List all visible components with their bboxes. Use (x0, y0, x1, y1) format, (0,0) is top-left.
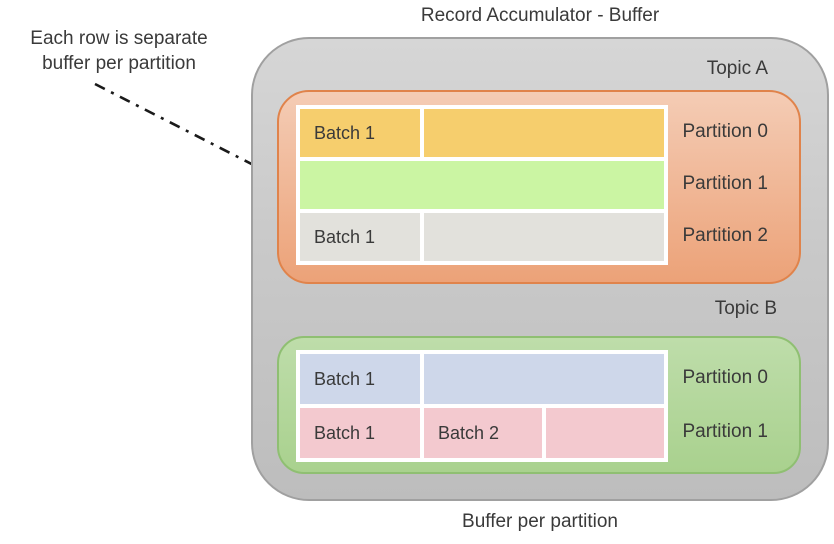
diagram-title: Record Accumulator - Buffer (420, 5, 660, 26)
topic-b-partition-0-row: Batch 1 (300, 354, 664, 404)
annotation-line-2: buffer per partition (42, 53, 196, 74)
buffer-free-space (546, 408, 664, 458)
topic-a-partition-0-label: Partition 0 (682, 121, 768, 142)
topic-a-label: Topic A (706, 58, 768, 79)
batch-label: Batch 1 (314, 368, 376, 389)
topic-a-partition-1-row (300, 161, 664, 209)
topic-b-partition-0-label: Partition 0 (682, 367, 768, 388)
topic-a-partition-2-label: Partition 2 (682, 225, 768, 246)
batch-block: Batch 1 (300, 354, 420, 404)
topic-b-partition-1-row: Batch 1 Batch 2 (300, 408, 664, 458)
topic-b-partition-rows: Batch 1 Batch 1 Batch 2 (296, 350, 668, 462)
buffer-free-space (424, 109, 664, 157)
batch-label: Batch 1 (314, 422, 376, 443)
buffer-free-space (424, 354, 664, 404)
annotation-text: Each row is separate buffer per partitio… (2, 26, 236, 76)
footer-label: Buffer per partition (462, 511, 618, 532)
batch-label: Batch 2 (438, 422, 500, 443)
buffer-free-space (300, 161, 664, 209)
topic-a-partition-0-row: Batch 1 (300, 109, 664, 157)
batch-block: Batch 1 (300, 408, 420, 458)
batch-label: Batch 1 (314, 226, 376, 247)
annotation-line-1: Each row is separate (30, 28, 208, 49)
topic-a-partition-rows: Batch 1 Batch 1 (296, 105, 668, 265)
topic-b-partition-1-label: Partition 1 (682, 421, 768, 442)
batch-block: Batch 1 (300, 109, 420, 157)
buffer-free-space (424, 213, 664, 261)
topic-a-partition-2-row: Batch 1 (300, 213, 664, 261)
batch-block: Batch 2 (424, 408, 542, 458)
topic-a-partition-1-label: Partition 1 (682, 173, 768, 194)
batch-block: Batch 1 (300, 213, 420, 261)
topic-b-label: Topic B (714, 298, 777, 319)
batch-label: Batch 1 (314, 122, 376, 143)
